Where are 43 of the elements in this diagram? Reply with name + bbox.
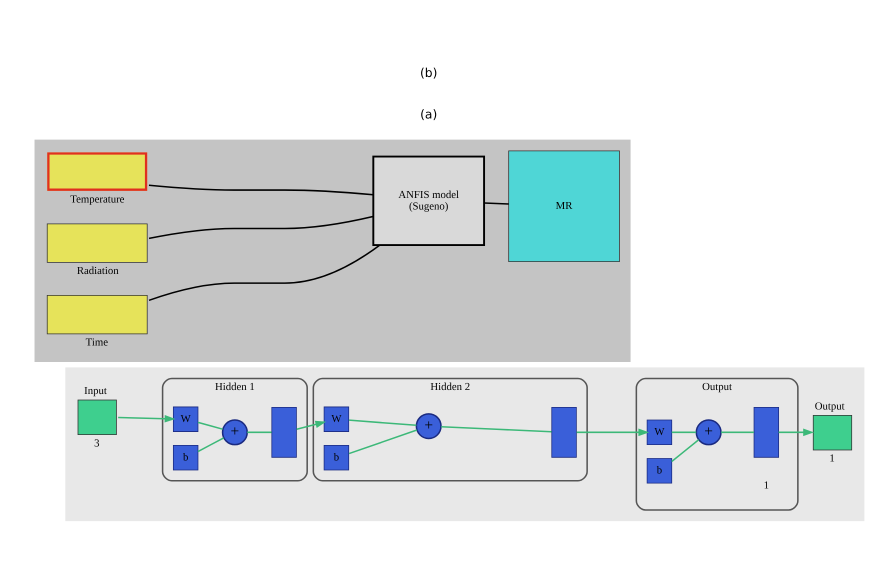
- node-box: MR: [508, 150, 620, 262]
- node-box: W: [172, 406, 198, 432]
- connector: [721, 431, 754, 433]
- node-box: [551, 406, 577, 458]
- connector: [672, 431, 696, 433]
- node-box: [754, 406, 780, 458]
- cluster: [34, 139, 631, 362]
- node-label: Radiation: [76, 264, 119, 277]
- connector: [198, 421, 223, 430]
- node-box: W: [324, 406, 350, 432]
- node-box: b: [172, 444, 198, 470]
- connector: [671, 438, 700, 462]
- node-label: Output: [814, 400, 845, 412]
- connector: [198, 436, 224, 452]
- connector: [348, 428, 418, 454]
- node-label: 1: [829, 452, 835, 464]
- node-box: W: [646, 419, 672, 445]
- node-circle: +: [416, 412, 442, 439]
- node-label: 1: [764, 478, 770, 491]
- node-box: [271, 406, 297, 458]
- node-box: b: [324, 444, 350, 470]
- arrow: [576, 428, 650, 436]
- arrow: [296, 420, 326, 430]
- node-label: Time: [86, 336, 108, 348]
- node-label: 3: [94, 436, 100, 449]
- arrow: [118, 414, 176, 422]
- connector: [348, 418, 416, 426]
- connector: [148, 184, 374, 196]
- connector: [148, 215, 374, 239]
- cluster: [65, 366, 864, 521]
- connector: [247, 431, 272, 433]
- node-box: ANFIS model (Sugeno): [372, 155, 486, 246]
- label: (a): [420, 106, 438, 121]
- arrow: [778, 428, 814, 436]
- connector: [148, 244, 380, 301]
- node-box: b: [646, 458, 672, 483]
- node-circle: +: [222, 418, 248, 445]
- connector: [484, 202, 509, 204]
- label: (b): [420, 65, 438, 80]
- connector: [441, 425, 552, 432]
- node-label: Input: [84, 384, 107, 397]
- node-label: Temperature: [70, 193, 124, 206]
- node-circle: +: [696, 418, 722, 445]
